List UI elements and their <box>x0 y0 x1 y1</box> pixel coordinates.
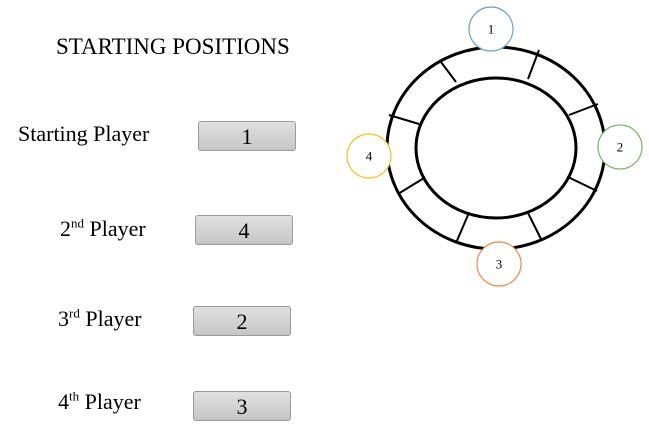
seat-2-number: 2 <box>617 140 624 155</box>
seat-3-number: 3 <box>496 257 503 272</box>
label-main: 2 <box>60 216 71 241</box>
ring-dividers <box>388 49 599 244</box>
seat-3[interactable]: 3 <box>476 241 522 287</box>
inner-ring <box>414 76 578 220</box>
label-main: 4 <box>58 389 69 414</box>
seat-4-circle[interactable] <box>346 133 392 179</box>
divider <box>527 49 540 80</box>
seat-1[interactable]: 1 <box>468 6 514 52</box>
seat-1-number: 1 <box>488 22 495 37</box>
divider <box>388 114 420 125</box>
label-sup: rd <box>69 305 80 321</box>
label-sup: th <box>69 388 80 404</box>
seat-4-number: 4 <box>366 149 373 164</box>
starting-player-label: Starting Player <box>18 121 149 147</box>
divider <box>397 177 425 195</box>
seat-2-circle[interactable] <box>597 124 643 170</box>
label-main: 3 <box>58 306 69 331</box>
fourth-player-label: 4th Player <box>58 389 141 415</box>
divider <box>568 103 599 116</box>
label-rest: Player <box>79 306 142 331</box>
second-player-button[interactable]: 4 <box>195 215 293 245</box>
seat-2[interactable]: 2 <box>597 124 643 170</box>
divider <box>567 176 598 192</box>
second-player-label: 2nd Player <box>60 216 146 242</box>
seat-3-circle[interactable] <box>476 241 522 287</box>
third-player-button[interactable]: 2 <box>193 306 291 336</box>
divider <box>440 61 457 83</box>
starting-player-button[interactable]: 1 <box>198 121 296 151</box>
seat-1-circle[interactable] <box>468 6 514 52</box>
third-player-label: 3rd Player <box>58 306 142 332</box>
divider <box>455 214 469 244</box>
label-rest: Player <box>79 389 141 414</box>
label-main: Starting Player <box>18 121 150 146</box>
divider <box>527 212 543 242</box>
page-title: STARTING POSITIONS <box>56 34 290 59</box>
fourth-player-button[interactable]: 3 <box>193 391 291 421</box>
label-sup: nd <box>71 215 84 231</box>
label-rest: Player <box>84 216 146 241</box>
seat-4[interactable]: 4 <box>346 133 392 179</box>
